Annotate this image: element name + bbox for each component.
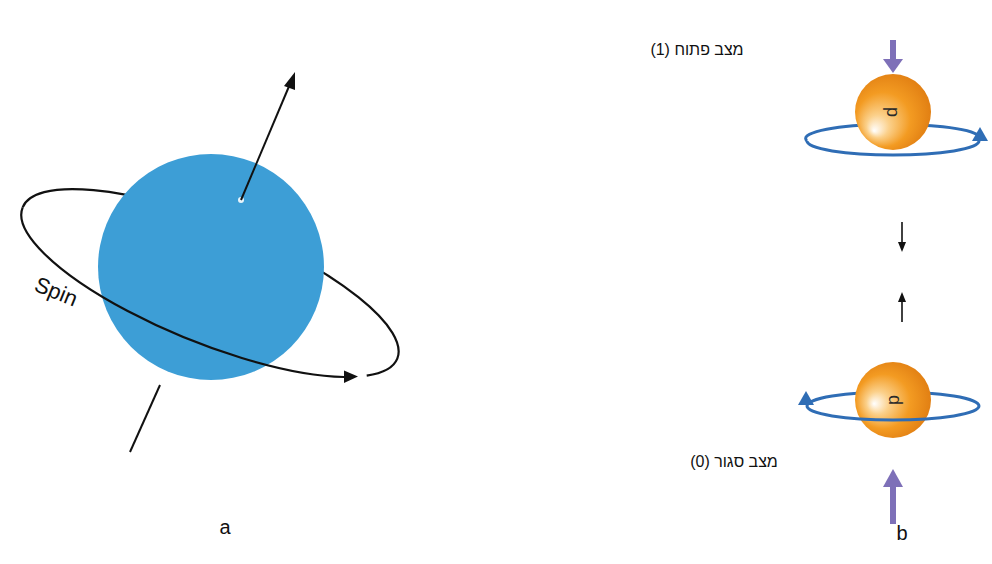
panel-letter: a (219, 516, 230, 538)
spin-arrowhead (344, 371, 358, 383)
rotation-arrowhead (972, 127, 988, 141)
panel-letter: b (896, 522, 907, 544)
field-arrow (890, 484, 896, 524)
rotation-ring-front (807, 406, 979, 420)
state-label: (0) מצב סגור (690, 453, 778, 471)
moment-arrow (901, 300, 903, 322)
moment-arrow (901, 222, 903, 244)
moment-arrowhead (898, 292, 906, 302)
state-label: מצב פתוח (1) (650, 41, 743, 59)
field-arrowhead (883, 469, 903, 487)
spin-ring-front (21, 207, 344, 377)
particle-letter: p (884, 395, 902, 405)
moment-arrowhead (898, 242, 906, 252)
spin-axis (241, 84, 290, 200)
proton-sphere: p (855, 74, 931, 150)
sphere-body (855, 362, 931, 438)
field-arrow (890, 40, 896, 62)
rotation-arrowhead (798, 391, 814, 405)
sphere-body (855, 74, 931, 150)
particle-letter: p (884, 107, 902, 117)
particle-sphere (98, 154, 324, 380)
proton-sphere: p (855, 362, 931, 438)
axis-arrowhead (284, 72, 295, 90)
field-arrowhead (883, 59, 903, 73)
spin-axis (130, 385, 160, 452)
